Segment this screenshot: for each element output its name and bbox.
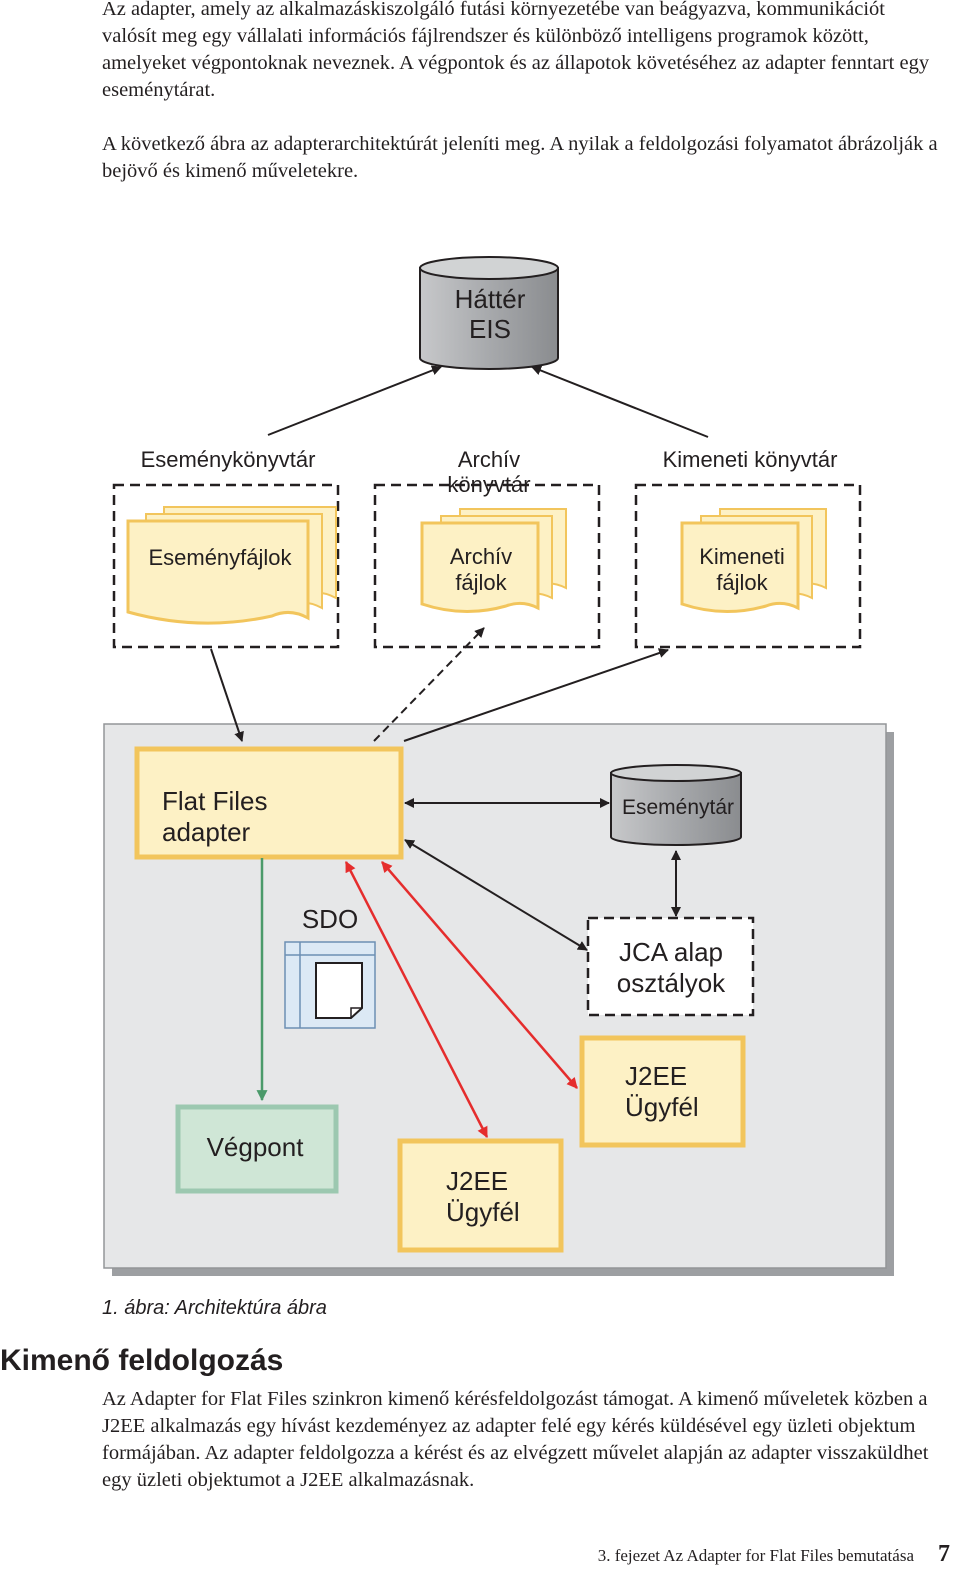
j2ee-right-label-line2: Ügyfél bbox=[625, 1092, 699, 1122]
adapter-label-line1: Flat Files bbox=[162, 786, 267, 816]
adapter-j2ee-bottom-arrow bbox=[344, 861, 489, 1138]
archive-directory-label-line1: Archív bbox=[458, 447, 520, 472]
figure-caption: 1. ábra: Architektúra ábra bbox=[102, 1297, 327, 1319]
adapter-to-output-arrow bbox=[403, 648, 669, 742]
jca-label-line1: JCA alap bbox=[619, 937, 723, 967]
jca-base-classes-box bbox=[586, 916, 755, 1017]
output-files-label-line2: fájlok bbox=[716, 570, 768, 595]
event-store-label: Eseménytár bbox=[622, 796, 734, 819]
sdo-label: SDO bbox=[302, 904, 358, 934]
section-heading: Kimenő feldolgozás bbox=[0, 1344, 284, 1377]
backend-eis-cylinder: Háttér EIS bbox=[419, 256, 559, 370]
sdo-document-icon bbox=[284, 941, 376, 1029]
output-directory-label: Kimeneti könyvtár bbox=[663, 447, 838, 472]
archive-directory-box bbox=[373, 483, 601, 649]
intro-paragraph-2: A következő ábra az adapterarchitektúrát… bbox=[102, 133, 938, 182]
section-paragraph: Az Adapter for Flat Files szinkron kimen… bbox=[102, 1388, 929, 1491]
intro-paragraph-1: Az adapter, amely az alkalmazáskiszolgál… bbox=[102, 0, 930, 101]
endpoint-label: Végpont bbox=[207, 1132, 305, 1162]
j2ee-client-right-box bbox=[579, 1035, 746, 1148]
event-store-cylinder: Eseménytár bbox=[610, 764, 742, 846]
eis-label-line1: Háttér bbox=[455, 284, 526, 314]
event-directory-label: Eseménykönyvtár bbox=[141, 447, 316, 472]
archive-files-stack: Archív fájlok bbox=[420, 508, 567, 613]
event-files-stack: Eseményfájlok bbox=[126, 506, 337, 625]
adapter-label-line2: adapter bbox=[162, 817, 251, 847]
output-files-label-line1: Kimeneti bbox=[699, 544, 785, 569]
output-files-stack: Kimeneti fájlok bbox=[680, 508, 827, 613]
output-directory-box bbox=[634, 483, 862, 649]
output-dir-to-eis-arrow bbox=[531, 365, 709, 438]
event-directory-box bbox=[112, 483, 340, 649]
page-footer: 3. fejezet Az Adapter for Flat Files bem… bbox=[598, 1541, 950, 1568]
flat-files-adapter-box bbox=[134, 746, 404, 860]
event-dir-to-eis-arrow bbox=[267, 365, 442, 436]
jca-label-line2: osztályok bbox=[617, 968, 726, 998]
event-dir-to-adapter-arrow bbox=[210, 648, 244, 742]
j2ee-bottom-label-line1: J2EE bbox=[446, 1166, 508, 1196]
eis-label-line2: EIS bbox=[469, 314, 511, 344]
footer-chapter-title: 3. fejezet Az Adapter for Flat Files bem… bbox=[597, 1546, 914, 1565]
adapter-to-archive-dashed-arrow bbox=[373, 627, 485, 742]
j2ee-bottom-label-line2: Ügyfél bbox=[446, 1197, 520, 1227]
archive-files-label-line1: Archív bbox=[450, 544, 512, 569]
page-number: 7 bbox=[938, 1541, 950, 1567]
event-files-label: Eseményfájlok bbox=[148, 545, 292, 570]
j2ee-right-label-line1: J2EE bbox=[625, 1061, 687, 1091]
archive-files-label-line2: fájlok bbox=[455, 570, 507, 595]
endpoint-box bbox=[175, 1104, 339, 1194]
j2ee-client-bottom-box bbox=[397, 1138, 564, 1253]
